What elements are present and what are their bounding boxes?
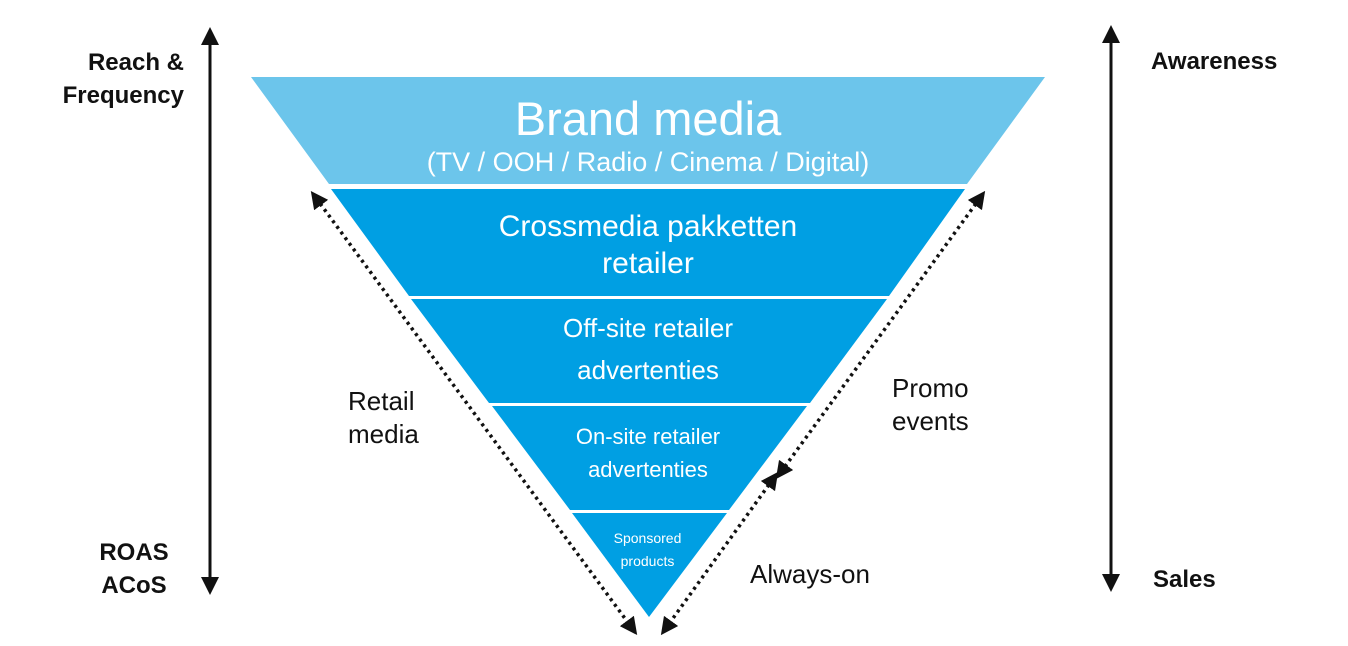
offsite-label-line: advertenties: [577, 355, 719, 385]
segment-brand-media: [251, 77, 1045, 184]
always-on-dotted-arrow: [660, 471, 779, 636]
retail-media-label: Retail media: [348, 385, 419, 451]
right-top-label: Awareness: [1151, 48, 1278, 75]
brand-media-subtitle: (TV / OOH / Radio / Cinema / Digital): [426, 147, 870, 177]
crossmedia-label-line: Crossmedia pakketten: [498, 210, 798, 243]
left-bottom-label-line: ROAS: [99, 539, 169, 566]
promo-events-label-line: events: [892, 406, 969, 436]
promo-events-label-line: Promo: [892, 373, 969, 403]
offsite-label-line: Off-site retailer: [562, 313, 733, 343]
sponsored-label-line: Sponsored: [613, 530, 682, 546]
crossmedia-label: Crossmedia pakketten retailer: [398, 208, 898, 282]
onsite-label-line: On-site retailer: [575, 424, 721, 449]
onsite-label: On-site retailer advertenties: [498, 423, 798, 489]
left-bottom-label: ROAS ACoS: [88, 536, 180, 602]
sponsored-label-line: products: [620, 553, 675, 569]
retail-media-label-line: Retail: [348, 386, 415, 416]
retail-media-dotted-arrow: [310, 190, 638, 636]
brand-media-title: Brand media: [514, 92, 782, 145]
always-on-label: Always-on: [750, 559, 870, 589]
retail-media-label-line: media: [348, 419, 419, 449]
left-top-label: Reach & Frequency: [30, 46, 184, 112]
left-top-label-line: Reach &: [87, 49, 184, 76]
promo-events-label: Promo events: [892, 372, 969, 438]
left-top-label-line: Frequency: [62, 82, 184, 109]
left-bottom-label-line: ACoS: [101, 572, 167, 599]
onsite-label-line: advertenties: [588, 457, 708, 482]
offsite-label: Off-site retailer advertenties: [448, 309, 848, 394]
crossmedia-label-line: retailer: [602, 247, 694, 280]
promo-events-dotted-arrow: [775, 190, 986, 480]
right-bottom-label: Sales: [1153, 566, 1216, 593]
sponsored-label: Sponsored products: [570, 527, 725, 573]
